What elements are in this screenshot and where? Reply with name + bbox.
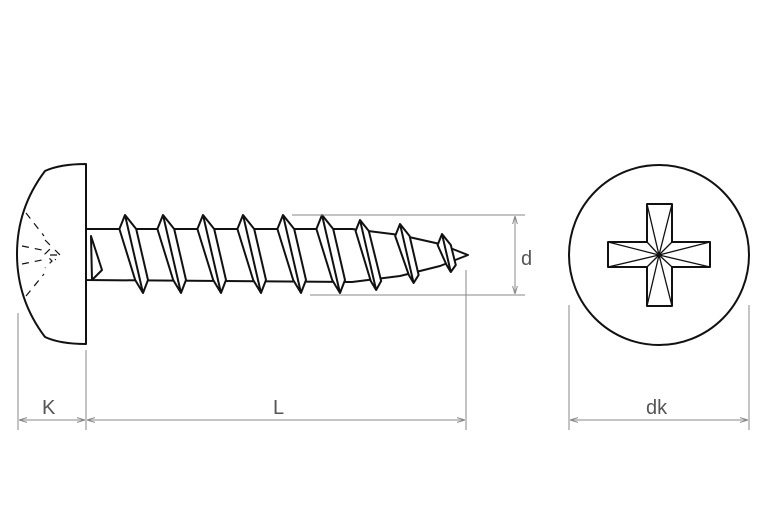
threads [118,214,457,294]
thread-tooth [236,214,267,294]
screw-head-top [568,164,750,346]
thread-tooth [196,214,227,294]
thread-tooth [354,219,383,291]
screw-head-side [16,163,87,345]
dimension-k: K [17,313,87,430]
dimension-l: L [87,270,467,430]
thread-tooth [436,233,457,273]
thread-tooth [156,214,187,294]
label-l: L [273,397,284,419]
recess-lines [607,203,711,307]
label-k: K [42,397,56,419]
dimension-d: d [292,214,532,296]
label-dk: dk [646,397,668,419]
thread-tooth [118,214,149,294]
label-d: d [521,248,532,270]
thread-tooth [315,214,346,294]
recess-hidden-lines [21,212,61,297]
dimension-dk: dk [568,305,750,430]
thread-tooth [276,214,307,294]
thread-tooth [394,223,420,284]
